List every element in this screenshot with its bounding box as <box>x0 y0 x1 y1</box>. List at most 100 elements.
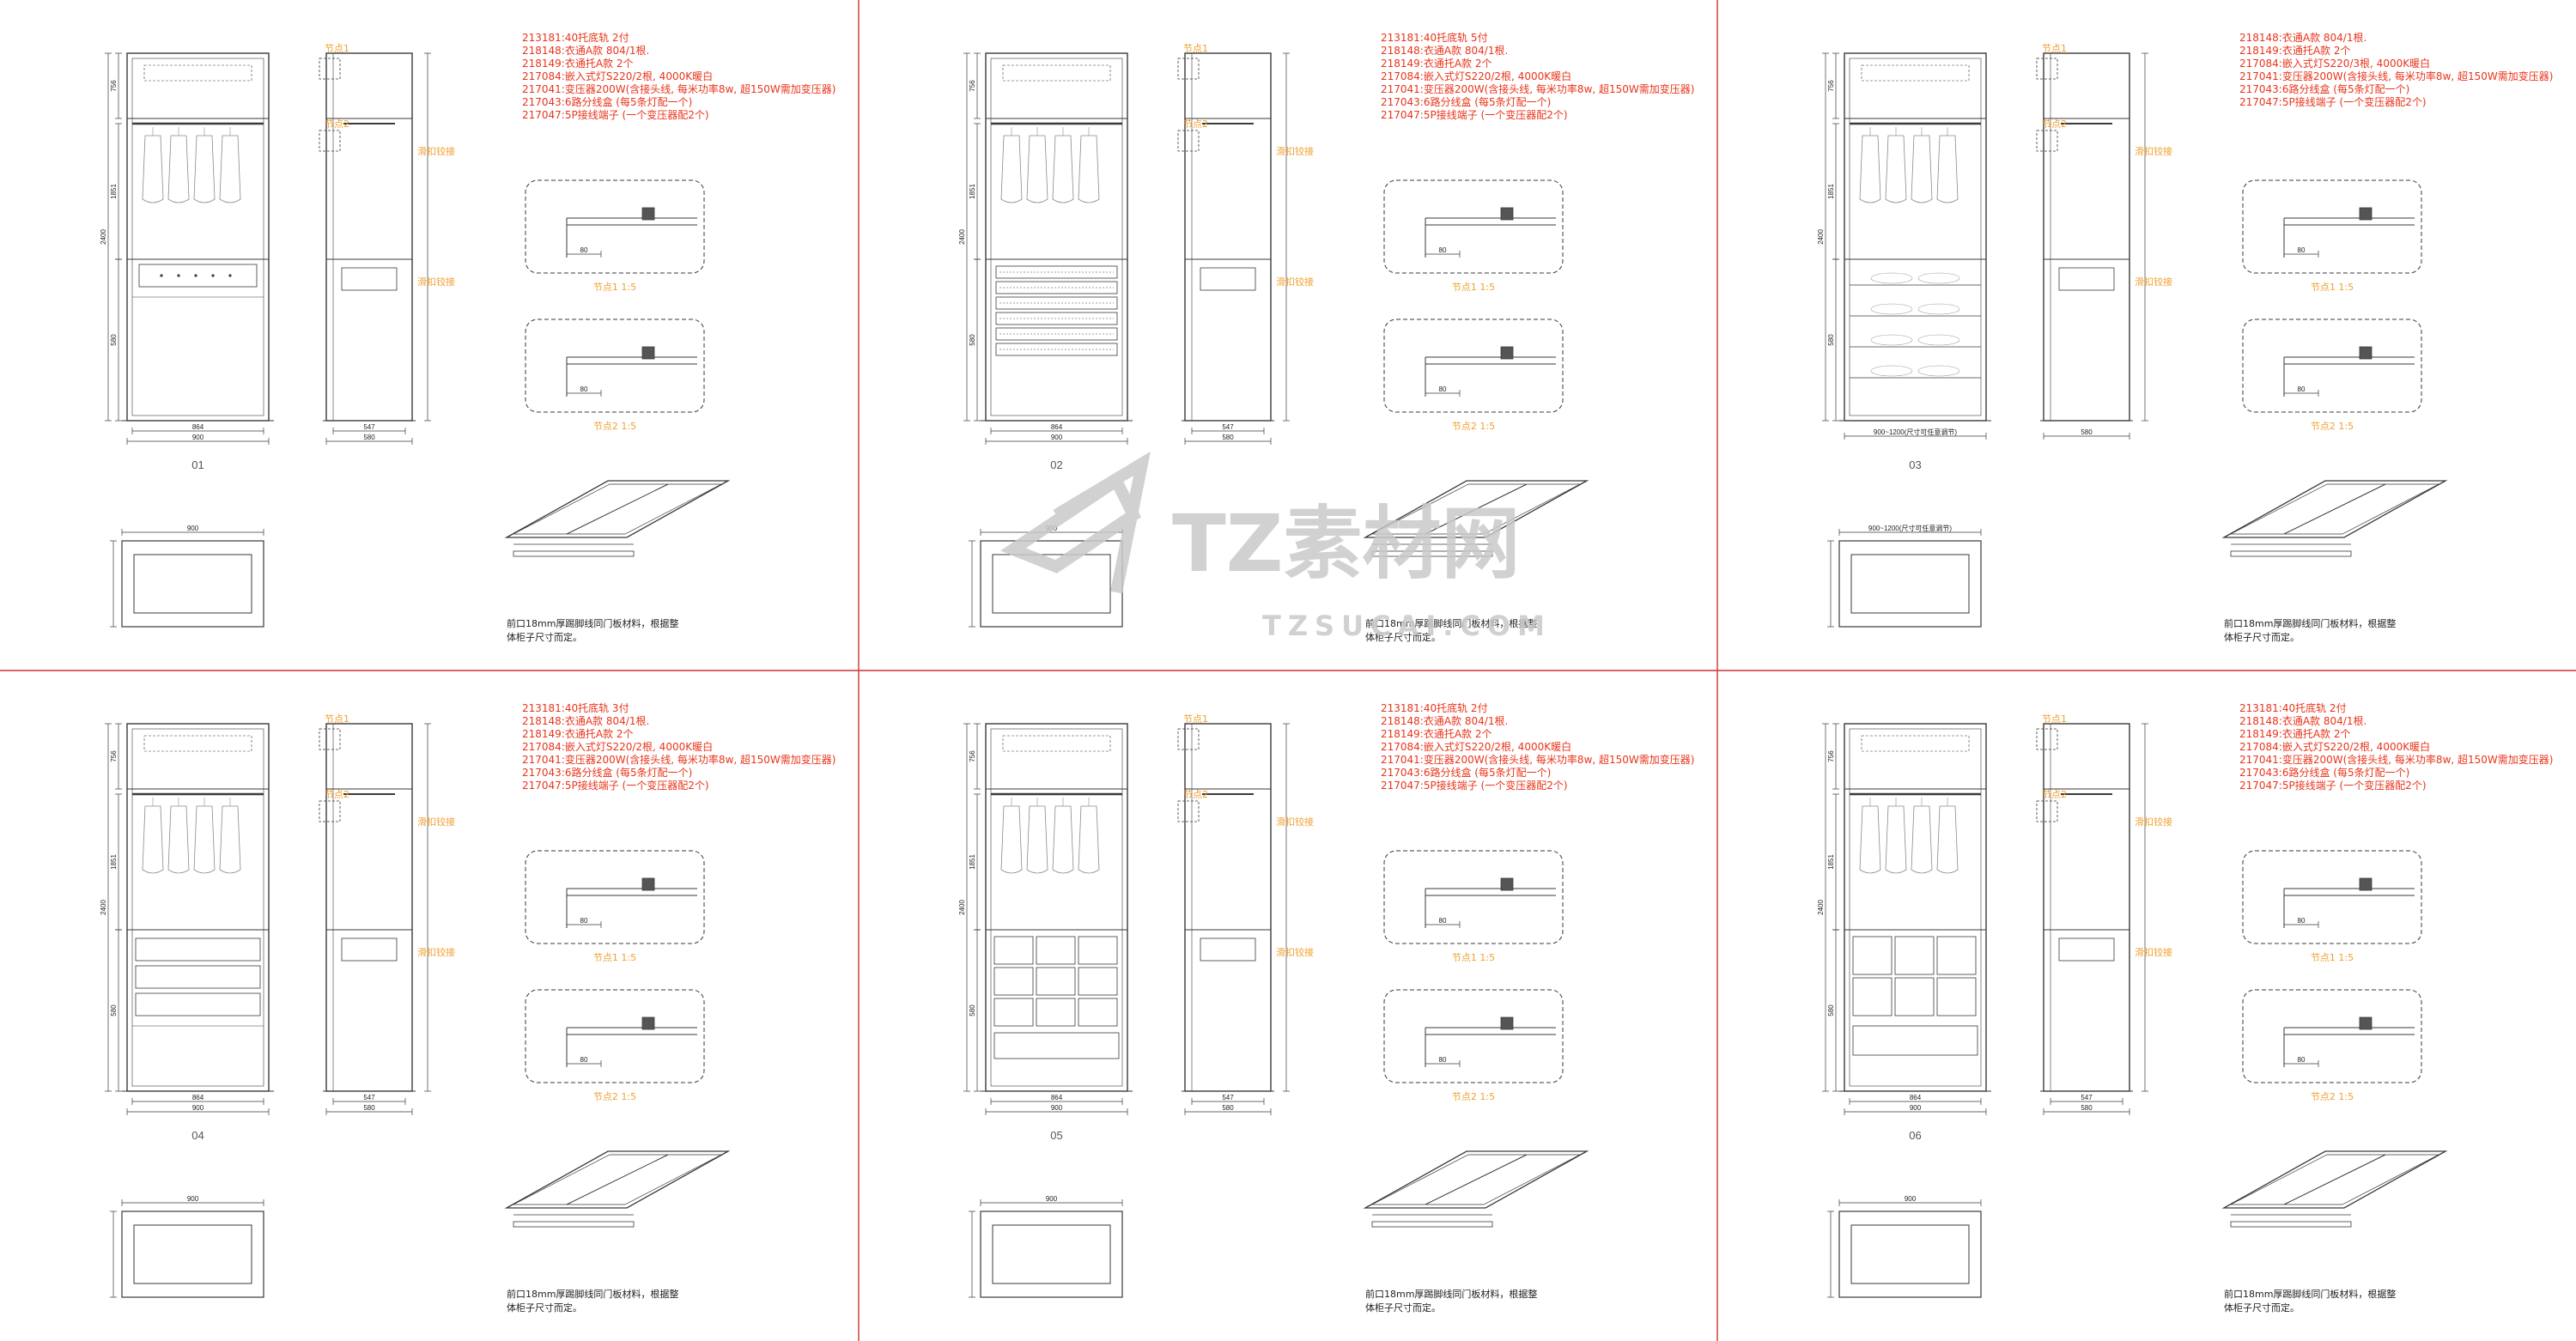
dimension-label: 756 <box>110 80 118 92</box>
garment-icon <box>1859 135 1881 203</box>
fitting-icon <box>1500 877 1514 891</box>
node-2-tag: 节点2 <box>2042 118 2067 130</box>
drawing-number: 02 <box>1050 458 1062 471</box>
drawer-section <box>1200 937 1256 962</box>
dimension-label: 2400 <box>958 229 966 245</box>
garment-icon <box>1936 805 1959 874</box>
node-1-callout <box>319 728 341 750</box>
node-1-tag: 节点1 <box>2042 713 2067 725</box>
note-line-1: 前口18mm厚踢脚线同门板材料，根据整 <box>1365 617 1537 629</box>
dimension-label: 900 <box>1046 1195 1058 1203</box>
plan-view <box>980 1211 1123 1298</box>
line <box>1425 1154 1528 1205</box>
watermark-logo-icon <box>1000 451 1151 594</box>
dimension-label: 1851 <box>110 854 118 870</box>
bracket-label: 滑扣铰接 <box>2135 946 2172 958</box>
garment-icon <box>1026 805 1048 874</box>
shoe-icon <box>1917 334 1960 346</box>
spec-item: 217043:6路分线盒 (每5条灯配一个) <box>2239 82 2409 95</box>
dimension-label: 756 <box>110 750 118 762</box>
spec-item: 217043:6路分线盒 (每5条灯配一个) <box>1381 766 1551 779</box>
drawer-section <box>2058 267 2115 291</box>
garment-icon <box>142 135 164 203</box>
drawer-section <box>341 267 398 291</box>
node-1-tag: 节点1 <box>2042 43 2067 54</box>
front-inner <box>1849 58 1982 416</box>
dimension-label: 80 <box>2298 385 2306 393</box>
dimension-label: 80 <box>580 246 588 254</box>
detail-frame-2 <box>2242 319 2422 413</box>
dimension-label: 1851 <box>1827 184 1835 199</box>
knob-icon <box>211 274 215 277</box>
dimension-label: 756 <box>1827 80 1835 92</box>
garment-icon <box>167 805 190 874</box>
spec-item: 217041:变压器200W(含接头线, 每米功率8w, 超150W需加变压器) <box>1381 82 1694 95</box>
garment-icon <box>1000 805 1023 874</box>
fitting-icon <box>641 346 655 360</box>
node-1-callout <box>1177 728 1200 750</box>
spec-item: 218148:衣通A款 804/1根. <box>1381 714 1508 727</box>
dimension-label: 864 <box>192 423 204 431</box>
shoe-icon <box>1870 334 1913 346</box>
drawer-section <box>1200 267 1256 291</box>
spec-item: 217047:5P接线端子 (一个变压器配2个) <box>1381 779 1568 792</box>
shoe-icon <box>1870 365 1913 377</box>
dimension-label: 1851 <box>1827 854 1835 870</box>
spec-item: 218149:衣通托A款 2个 <box>2239 44 2351 57</box>
node-2-callout <box>319 130 341 152</box>
spec-item: 213181:40托底轨 2付 <box>1381 701 1488 714</box>
drawing-number: 03 <box>1909 458 1921 471</box>
spec-item: 217047:5P接线端子 (一个变压器配2个) <box>2239 779 2427 792</box>
node-2-callout <box>319 800 341 822</box>
detail-frame-2 <box>1383 989 1564 1083</box>
plan-inner <box>992 1224 1111 1284</box>
drawing-number: 06 <box>1909 1129 1921 1142</box>
node-2-callout <box>1177 130 1200 152</box>
light-strip <box>1002 735 1111 752</box>
plan-view <box>1838 1211 1982 1298</box>
rail-profile <box>2230 1221 2352 1228</box>
front-inner <box>990 728 1123 1087</box>
drawer-front <box>995 327 1118 341</box>
spec-item: 217084:嵌入式灯S220/2根, 4000K暖白 <box>1381 70 1571 82</box>
dimension-label: 2400 <box>1817 229 1825 245</box>
dimension-label: 580 <box>1222 434 1234 441</box>
shoe-icon <box>1870 272 1913 284</box>
detail-frame-1 <box>525 850 705 944</box>
dimension-label: 1851 <box>969 854 976 870</box>
cubby <box>993 967 1034 996</box>
shoe-icon <box>1917 272 1960 284</box>
dimension-label: 580 <box>110 334 118 346</box>
fitting-icon <box>1500 346 1514 360</box>
dimension-label: 547 <box>363 423 375 431</box>
spec-item: 217084:嵌入式灯S220/2根, 4000K暖白 <box>522 70 713 82</box>
dimension-label: 1851 <box>110 184 118 199</box>
dimension-label: 756 <box>1827 750 1835 762</box>
fitting-icon <box>1500 1016 1514 1030</box>
iso-frame-inner <box>513 483 722 535</box>
node-1-tag: 节点1 <box>1183 713 1208 725</box>
dimension-label: 580 <box>363 434 375 441</box>
dimension-label: 900 <box>187 525 199 532</box>
spec-item: 217043:6路分线盒 (每5条灯配一个) <box>1381 95 1551 108</box>
dimension-label: 900~1200(尺寸可任意调节) <box>1874 428 1957 436</box>
line <box>2283 483 2386 535</box>
rail-profile <box>513 1221 635 1228</box>
line <box>566 483 669 535</box>
node-2-callout <box>2036 130 2058 152</box>
spec-item: 218149:衣通托A款 2个 <box>522 57 634 70</box>
spec-item: 217041:变压器200W(含接头线, 每米功率8w, 超150W需加变压器) <box>1381 753 1694 766</box>
iso-frame <box>1363 1150 1589 1209</box>
shoe-icon <box>1917 303 1960 315</box>
dimension-label: 580 <box>969 334 976 346</box>
spec-item: 217084:嵌入式灯S220/2根, 4000K暖白 <box>1381 740 1571 753</box>
plan-inner <box>133 554 252 614</box>
bracket-label: 滑扣铰接 <box>1276 276 1314 288</box>
spec-item: 217047:5P接线端子 (一个变压器配2个) <box>522 779 709 792</box>
spec-item: 217041:变压器200W(含接头线, 每米功率8w, 超150W需加变压器) <box>522 753 835 766</box>
spec-item: 217084:嵌入式灯S220/3根, 4000K暖白 <box>2239 57 2430 70</box>
node-2-tag: 节点2 <box>1183 789 1208 800</box>
shoe-icon <box>1870 303 1913 315</box>
dimension-label: 80 <box>1439 385 1447 393</box>
rail-profile <box>1371 550 1493 557</box>
